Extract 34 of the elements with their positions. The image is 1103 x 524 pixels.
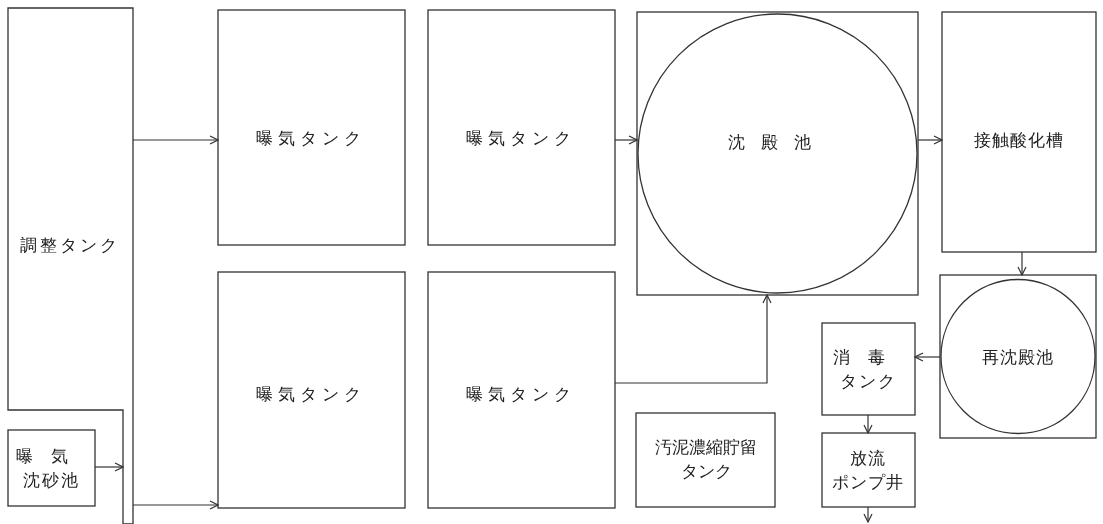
tank-box <box>822 323 915 415</box>
tank-label: 接触酸化槽 <box>974 129 1064 152</box>
tank-label: 汚泥濃縮貯留タンク <box>655 436 757 483</box>
tank-label: 放流ポンプ井 <box>832 447 904 494</box>
tank-label: 曝気タンク <box>466 383 576 406</box>
tank-label: 曝気タンク <box>466 127 576 150</box>
tank-box <box>8 430 95 506</box>
flow-arrow <box>914 352 941 362</box>
tank-box <box>822 433 915 507</box>
tank-box <box>218 10 405 245</box>
tank-outline <box>8 8 133 524</box>
tank-label: 再沈殿池 <box>982 346 1054 369</box>
settling-tank-drawing <box>637 12 918 295</box>
flow-arrow <box>1017 251 1027 276</box>
flow-arrow <box>132 135 219 145</box>
flow-arrow <box>863 414 873 434</box>
tank-box <box>218 272 405 508</box>
tank-label: 曝気タンク <box>256 383 366 406</box>
tank-box <box>428 10 615 245</box>
tank-box <box>636 413 775 507</box>
tank-label: 調整タンク <box>20 234 120 257</box>
tank-label: 消毒タンク <box>833 346 903 393</box>
tank-box <box>942 12 1096 252</box>
tank-label: 曝気タンク <box>256 127 366 150</box>
tank-label: 曝気沈砂池 <box>16 445 86 492</box>
flow-arrow <box>917 135 943 145</box>
flow-arrow <box>94 462 124 472</box>
flow-arrow <box>614 294 772 384</box>
flow-arrow <box>863 506 873 523</box>
tank-box <box>428 272 615 508</box>
flow-arrow <box>614 135 638 145</box>
settling-tank-drawing <box>940 275 1096 438</box>
tank-label: 沈殿池 <box>727 131 827 154</box>
flow-arrow <box>132 500 219 510</box>
